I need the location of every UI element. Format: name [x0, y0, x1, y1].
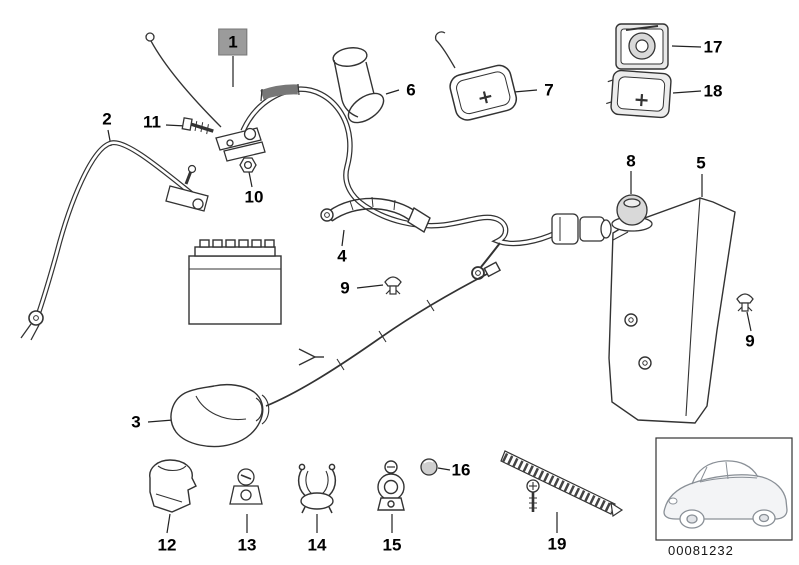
car-silhouette-icon — [663, 460, 788, 529]
positive-post-cover-drawing — [434, 31, 518, 121]
bolt-drawing — [181, 117, 214, 135]
callout-part-15[interactable]: 15 — [382, 535, 402, 555]
negative-battery-cable-drawing — [20, 140, 209, 341]
callout-part-2[interactable]: 2 — [102, 109, 112, 129]
callout-part-4[interactable]: 4 — [337, 246, 347, 266]
antenna-cable-3-drawing — [170, 261, 502, 448]
grommet-drawing — [611, 194, 653, 232]
vent-hose-drawing — [145, 32, 222, 128]
ball-16-drawing — [420, 458, 438, 476]
positive-terminal-clamp-drawing — [215, 127, 266, 162]
callout-part-9-right[interactable]: 9 — [745, 331, 755, 351]
callout-part-18[interactable]: 18 — [703, 81, 723, 101]
rubber-boot-drawing — [332, 47, 385, 124]
p-clamp-15-drawing — [377, 460, 405, 511]
cable-section-4-drawing — [320, 196, 431, 234]
callout-part-14[interactable]: 14 — [307, 535, 327, 555]
diagram-code: 00081232 — [668, 543, 734, 558]
battery-drawing — [188, 239, 282, 325]
leader-lines — [107, 45, 752, 534]
clip-12-drawing — [149, 459, 197, 513]
clamp-13-drawing — [229, 468, 263, 505]
car-locator-inset — [655, 437, 793, 541]
callout-part-5[interactable]: 5 — [696, 153, 706, 173]
jump-start-socket-drawing — [615, 23, 669, 70]
jump-start-cover-drawing — [606, 69, 672, 119]
callout-part-1[interactable]: 1 — [218, 28, 248, 56]
callout-part-12[interactable]: 12 — [157, 535, 177, 555]
nut-drawing — [239, 157, 257, 173]
callout-part-13[interactable]: 13 — [237, 535, 257, 555]
push-clip-right-drawing — [736, 293, 754, 312]
callout-part-6[interactable]: 6 — [406, 80, 416, 100]
trim-panel-drawing — [608, 197, 736, 424]
callout-part-10[interactable]: 10 — [244, 187, 264, 207]
callout-part-3[interactable]: 3 — [131, 412, 141, 432]
cable-strap-19-drawing — [500, 450, 624, 518]
callout-part-7[interactable]: 7 — [544, 80, 554, 100]
callout-part-9-left[interactable]: 9 — [340, 278, 350, 298]
push-clip-left-drawing — [384, 276, 402, 295]
spring-clip-14-drawing — [297, 463, 337, 514]
callout-part-8[interactable]: 8 — [626, 151, 636, 171]
callout-part-19[interactable]: 19 — [547, 534, 567, 554]
positive-battery-cable-drawing — [240, 83, 612, 280]
callout-part-16[interactable]: 16 — [451, 460, 471, 480]
callout-part-11[interactable]: 11 — [143, 112, 161, 132]
callout-part-17[interactable]: 17 — [703, 37, 723, 57]
